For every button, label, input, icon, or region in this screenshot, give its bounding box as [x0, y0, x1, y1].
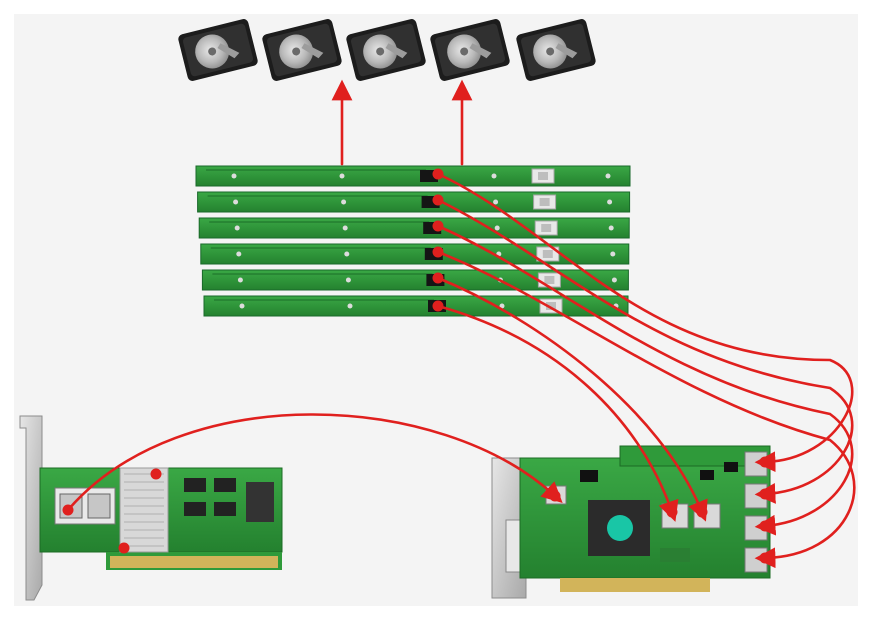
- cable-endpoint-output-2: [759, 488, 771, 500]
- cable-backplane-6: [436, 304, 679, 522]
- cable-controller-to-expander: [66, 413, 563, 512]
- cable-endpoint-controller-bottom: [118, 542, 130, 554]
- backplane-4: [200, 243, 630, 265]
- cable-endpoint-expander: [549, 490, 561, 502]
- cable-backplane-3: [436, 224, 854, 536]
- backplane-stack: [195, 165, 631, 317]
- hard-drive-5: [516, 19, 596, 81]
- backplane-1: [195, 165, 631, 187]
- controller-gold-fingers: [110, 556, 278, 568]
- cable-backplane-1: [436, 172, 854, 473]
- cable-endpoint-backplane-5: [432, 272, 444, 284]
- hard-drive-2: [262, 19, 342, 81]
- cable-endpoint-backplane-2: [432, 194, 444, 206]
- cable-endpoint-controller-top: [150, 468, 162, 480]
- cable-backplane-5: [436, 276, 708, 522]
- controller-bracket: [19, 415, 43, 601]
- cable-endpoint-port-b: [696, 506, 708, 518]
- hard-drive-3: [346, 19, 426, 81]
- hard-drive-1: [178, 19, 258, 81]
- backplane-6: [203, 295, 629, 317]
- cable-endpoint-controller: [62, 504, 74, 516]
- hard-drive-row: [178, 19, 596, 81]
- cable-endpoint-backplane-1: [432, 168, 444, 180]
- expander-port-b: [693, 503, 721, 529]
- cable-endpoint-port-a: [666, 506, 678, 518]
- cable-endpoint-output-1: [759, 456, 771, 468]
- cable-endpoint-output-3: [759, 520, 771, 532]
- expander-gold-fingers: [560, 578, 710, 592]
- cable-backplane-4: [436, 250, 856, 569]
- backplane-3: [198, 217, 630, 239]
- raid-controller-card: [19, 415, 283, 601]
- controller-chip: [184, 478, 206, 492]
- controller-memory: [246, 482, 274, 522]
- cable-endpoint-backplane-6: [432, 300, 444, 312]
- cable-endpoint-output-4: [759, 552, 771, 564]
- backplane-2: [197, 191, 631, 213]
- backplane-5: [201, 269, 629, 291]
- sas-expander-card: [491, 445, 771, 599]
- cable-endpoint-backplane-4: [432, 246, 444, 258]
- expander-chip: [607, 515, 633, 541]
- cable-endpoint-backplane-3: [432, 220, 444, 232]
- cable-layer: [62, 79, 856, 569]
- cable-backplane-2: [436, 198, 854, 504]
- controller-heatsink: [119, 467, 169, 553]
- hard-drive-4: [430, 19, 510, 81]
